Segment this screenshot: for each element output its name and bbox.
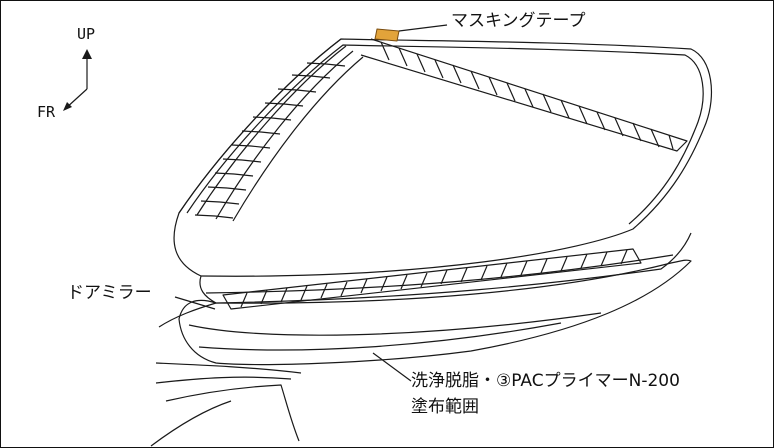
coating-area-label-line2: 塗布範囲 xyxy=(411,397,479,417)
orientation-indicator xyxy=(63,49,92,111)
front-axis-label: FR xyxy=(37,103,56,121)
masking-tape-label: マスキングテープ xyxy=(451,11,586,31)
strip-lower-cells xyxy=(240,249,628,308)
coating-area-leader xyxy=(372,352,412,382)
strip-lower xyxy=(222,248,642,310)
masking-tape-leader xyxy=(398,24,448,32)
mirror-housing-outline xyxy=(173,38,712,277)
strip-left-outer xyxy=(178,38,342,214)
strip-top-right xyxy=(360,38,688,152)
strip-top-right-cells xyxy=(380,41,674,150)
mirror-base-cover xyxy=(178,259,692,366)
strip-left-cells xyxy=(194,62,346,219)
coating-area-label-line1: 洗浄脱脂・③PACプライマーN-200 xyxy=(411,371,680,391)
mirror-lower-body xyxy=(199,232,692,304)
door-mirror-leader xyxy=(174,296,216,310)
masking-tape-mark xyxy=(374,28,400,42)
door-mirror-label: ドアミラー xyxy=(67,283,152,303)
mirror-housing-inner-rim xyxy=(186,44,704,225)
up-axis-label: UP xyxy=(77,25,96,43)
